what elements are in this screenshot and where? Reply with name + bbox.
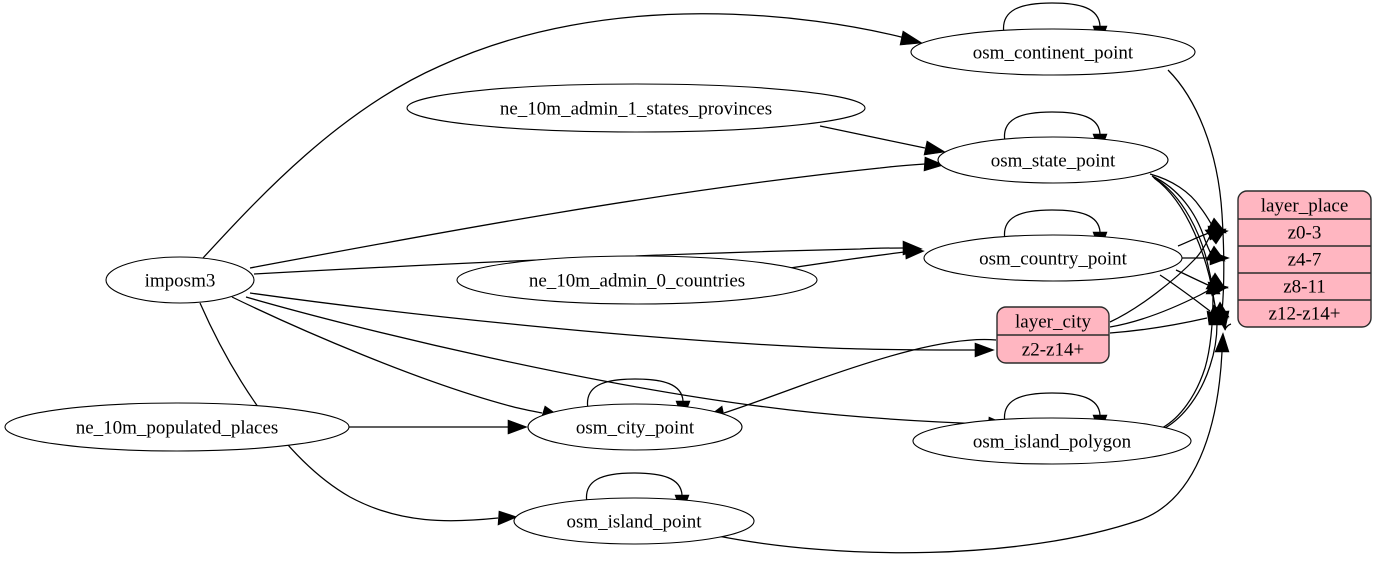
node-osm_island_point[interactable]: osm_island_point xyxy=(513,497,755,545)
edge-layer_city-to-layer_place-z8_11 xyxy=(1109,287,1213,328)
edge-selfloop-osm_island_point xyxy=(585,472,683,504)
record-node-layer_place[interactable]: layer_place z0-3 z4-7 z8-11 z12-z14+ xyxy=(1237,190,1372,328)
edge-layer_city-to-layer_place-z0_3 xyxy=(1109,233,1212,323)
edge-osm_country_point-to-layer_place-z8_11 xyxy=(1175,269,1209,286)
edge-osm_island_point-to-layer_place-z12_14 xyxy=(717,351,1223,554)
record-field-layer_city-z2-z14plus[interactable]: z2-z14+ xyxy=(1022,340,1084,361)
node-osm_island_polygon[interactable]: osm_island_polygon xyxy=(912,417,1192,465)
arrowhead xyxy=(899,30,923,46)
edge-osm_continent_point-to-layer_place-z12-tail xyxy=(1224,323,1232,331)
arrowhead xyxy=(1209,306,1225,326)
edge-selfloop-osm_island_polygon xyxy=(1003,392,1101,424)
record-title-layer_place: layer_place xyxy=(1261,196,1349,217)
record-node-layer_city[interactable]: layer_city z2-z14+ xyxy=(996,306,1110,364)
edge-imposm3-to-layer_city xyxy=(249,292,976,351)
edge-layer_city-to-layer_place-z12_14 xyxy=(1109,317,1208,334)
edge-osm_island_polygon-to-layer_place-z8_11 xyxy=(1161,293,1214,429)
node-osm_continent_point[interactable]: osm_continent_point xyxy=(910,28,1196,76)
arrowhead xyxy=(1205,275,1221,295)
edge-imposm3-to-osm_city_point xyxy=(231,296,543,414)
record-field-layer_place-z8-11[interactable]: z8-11 xyxy=(1283,277,1326,298)
arrowhead xyxy=(923,140,946,156)
record-field-layer_place-z12-z14plus[interactable]: z12-z14+ xyxy=(1269,304,1341,325)
node-label-osm-island-point: osm_island_point xyxy=(566,512,702,533)
node-osm_country_point[interactable]: osm_country_point xyxy=(923,234,1183,282)
edge-selfloop-osm_country_point xyxy=(1003,209,1101,241)
edge-selfloop-osm_continent_point xyxy=(1002,2,1101,35)
node-label-osm-island-polygon: osm_island_polygon xyxy=(973,432,1132,453)
node-ne_10m_admin_0_countries[interactable]: ne_10m_admin_0_countries xyxy=(456,255,818,305)
arrowhead xyxy=(923,156,945,172)
node-osm_state_point[interactable]: osm_state_point xyxy=(937,136,1169,184)
arrowhead xyxy=(974,342,995,358)
edge-osm_country_point-to-layer_place-z12_14 xyxy=(1159,274,1211,312)
edge-imposm3-to-osm_continent_point xyxy=(202,13,906,259)
node-ne_10m_admin_1_states_provinces[interactable]: ne_10m_admin_1_states_provinces xyxy=(406,83,866,133)
node-label-ne-populated-places: ne_10m_populated_places xyxy=(76,418,279,439)
node-label-osm-city-point: osm_city_point xyxy=(576,418,695,439)
record-field-layer_place-z4-7[interactable]: z4-7 xyxy=(1288,250,1322,271)
edge-selfloop-osm_city_point xyxy=(586,378,684,410)
edge-ne_states-to-osm_state_point xyxy=(819,125,926,149)
node-label-ne-countries: ne_10m_admin_0_countries xyxy=(529,271,745,292)
node-imposm3[interactable]: imposm3 xyxy=(105,256,255,304)
edge-ne_countries-to-osm_country_point xyxy=(789,251,906,269)
record-layer: layer_place z0-3 z4-7 z8-11 z12-z14+ lay… xyxy=(996,190,1372,364)
arrowhead xyxy=(497,510,518,526)
record-field-layer_place-z0-3[interactable]: z0-3 xyxy=(1288,223,1322,244)
edge-imposm3-to-osm_island_polygon xyxy=(245,296,989,425)
arrowhead xyxy=(1204,228,1227,245)
node-layer: imposm3 ne_10m_admin_1_states_provinces … xyxy=(4,28,1196,545)
edge-osm_country_point-to-layer_place-z0_3 xyxy=(1177,232,1210,247)
edge-imposm3-to-osm_country_point xyxy=(253,247,904,275)
node-label-osm-continent-point: osm_continent_point xyxy=(973,43,1134,64)
node-osm_city_point[interactable]: osm_city_point xyxy=(527,403,743,451)
arrowhead xyxy=(1209,250,1230,266)
node-label-imposm3: imposm3 xyxy=(145,271,216,292)
edge-layer_city-to-osm_city_point xyxy=(723,338,997,414)
edge-osm_island_polygon-to-layer_place-z12_14 xyxy=(1164,323,1218,429)
node-label-osm-state-point: osm_state_point xyxy=(991,151,1116,172)
node-label-ne-states-provinces: ne_10m_admin_1_states_provinces xyxy=(500,99,772,120)
edge-imposm3-to-osm_state_point xyxy=(249,163,926,269)
edge-imposm3-to-osm_island_point xyxy=(199,302,499,522)
arrowhead xyxy=(1214,332,1230,353)
node-ne_10m_populated_places[interactable]: ne_10m_populated_places xyxy=(4,402,350,452)
node-label-osm-country-point: osm_country_point xyxy=(979,249,1127,270)
arrowhead xyxy=(904,244,925,260)
arrowhead xyxy=(507,419,528,435)
edge-selfloop-osm_state_point xyxy=(1003,111,1101,143)
edge-osm_state_point-to-layer_place-z0_3 xyxy=(1149,173,1214,228)
record-title-layer_city: layer_city xyxy=(1015,312,1091,333)
